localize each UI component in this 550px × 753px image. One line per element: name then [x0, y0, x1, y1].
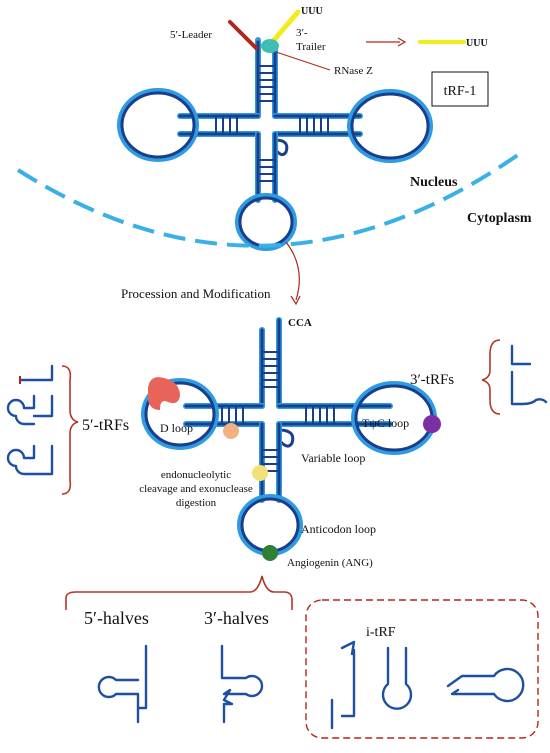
export-arrowhead	[290, 295, 301, 306]
itrf-box	[305, 599, 539, 739]
anticodon-loop-label: Anticodon loop	[301, 522, 376, 536]
procession-label: Procession and Modification	[121, 286, 271, 301]
halves3-label: 3′-halves	[204, 608, 269, 628]
trf5-label: 5′-tRFs	[82, 417, 129, 434]
d-loop-label: D loop	[160, 421, 193, 435]
uuu-top-label: UUU	[301, 6, 323, 17]
mature-trna: CCA	[139, 317, 441, 569]
trf3-fragment-1	[510, 344, 532, 366]
leader-strand	[228, 20, 258, 50]
cleavage-enzyme	[252, 465, 268, 481]
trf5-fragment-2	[6, 394, 54, 426]
halves5-label: 5′-halves	[84, 608, 149, 628]
trailer-label-line2: Trailer	[296, 41, 326, 53]
uuu-right-label: UUU	[466, 38, 488, 49]
itrf-fragment-2	[381, 646, 413, 710]
rnase-z-enzyme	[261, 39, 279, 53]
angiogenin-label: Angiogenin (ANG)	[287, 557, 373, 569]
trailer-release-arrowhead	[397, 37, 407, 47]
precursor-trna: 5′-Leader UUU 3′- Trailer RNase Z UUU tR…	[117, 6, 489, 251]
variable-enzyme	[223, 423, 239, 439]
leader-label: 5′-Leader	[170, 29, 212, 41]
export-arrow	[285, 241, 300, 301]
cca-label: CCA	[288, 317, 312, 329]
rnase-z-pointer	[275, 51, 331, 71]
tpsic-loop-label: TψC loop	[362, 416, 409, 430]
anticodon-loop	[237, 494, 303, 556]
trf5-bracket	[61, 365, 79, 495]
trf5-group: 5′-tRFs	[6, 364, 129, 495]
halves-group: 5′-halves 3′-halves	[65, 575, 293, 724]
cleavage-label-line2: cleavage and exonuclease	[139, 483, 253, 495]
nuclear-membrane	[16, 150, 524, 248]
trf5-fragment-3	[6, 444, 54, 476]
d-loop	[141, 378, 219, 450]
cleavage-label-line3: digestion	[176, 497, 217, 509]
itrf-fragment-1	[330, 640, 356, 730]
d-loop-top	[117, 88, 199, 162]
nucleus-label: Nucleus	[410, 175, 458, 190]
trf3-label: 3′-tRFs	[410, 372, 454, 388]
halves-bracket	[65, 575, 293, 610]
rnase-z-label: RNase Z	[334, 65, 373, 77]
variable-loop-label: Variable loop	[301, 451, 365, 465]
itrf-label: i-tRF	[366, 625, 396, 640]
itrf-fragment-3	[446, 667, 525, 703]
trailer-label-line1: 3′-	[296, 27, 308, 39]
anticodon-loop-top	[235, 193, 297, 251]
angiogenin-enzyme	[262, 545, 278, 561]
trf3-group: 3′-tRFs	[410, 339, 548, 415]
acceptor-stem-basepairs	[258, 65, 275, 102]
tpsic-enzyme	[423, 415, 441, 433]
trf5-fragment-1	[18, 364, 54, 382]
trf1-label: tRF-1	[444, 84, 477, 99]
cytoplasm-label: Cytoplasm	[467, 211, 532, 226]
itrf-group: i-tRF	[305, 599, 539, 739]
trailer-strand	[271, 9, 301, 43]
halves3-structure	[220, 644, 264, 724]
tpsic-loop-top	[347, 89, 433, 163]
d-loop-enzyme	[148, 377, 180, 410]
trf1-box	[431, 71, 489, 107]
cleavage-label-line1: endonucleolytic	[161, 469, 231, 481]
trf3-fragment-2	[510, 370, 548, 406]
trf3-bracket	[481, 339, 501, 415]
halves5-structure	[97, 644, 148, 724]
